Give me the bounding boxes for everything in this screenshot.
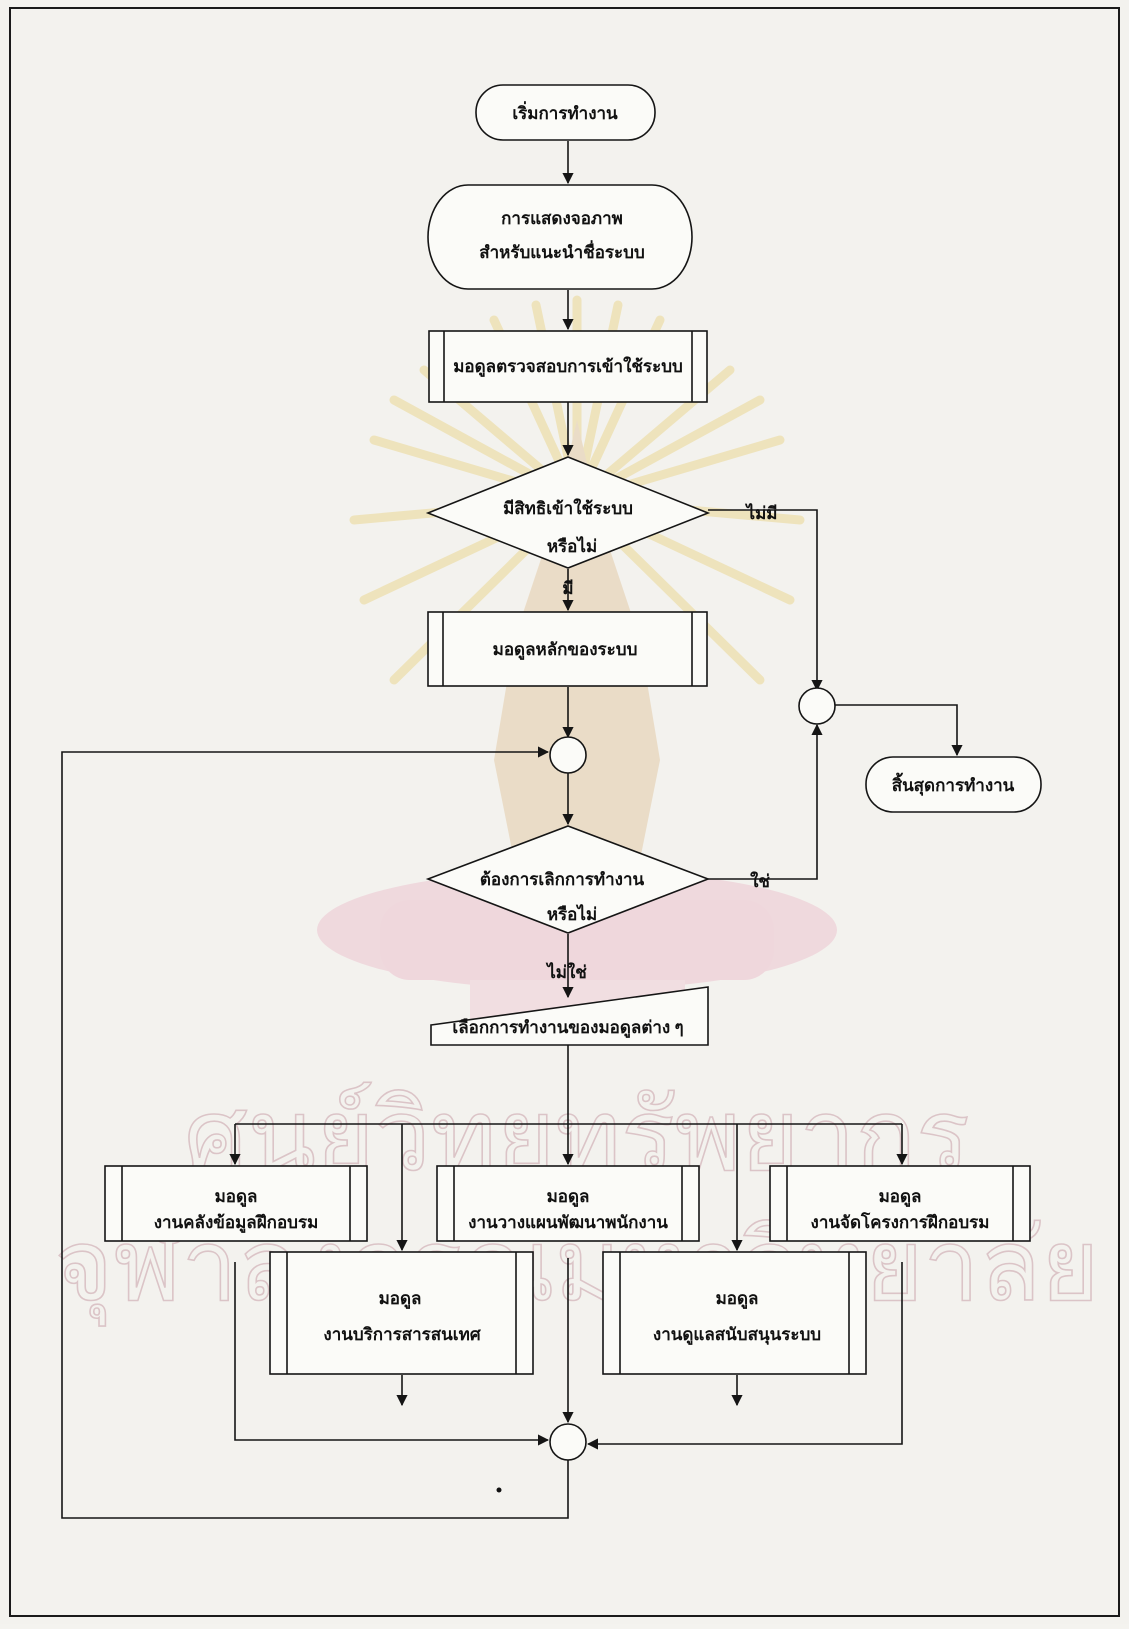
login-module-label: มอดูลตรวจสอบการเข้าใช้ระบบ — [453, 356, 683, 378]
module-training-projects-label-1: มอดูล — [879, 1187, 922, 1208]
login-module-box — [428, 330, 708, 403]
intro-display-label-1: การแสดงจอภาพ — [501, 209, 623, 228]
module-return-connector — [549, 1423, 587, 1461]
access-decision-diamond — [425, 456, 711, 569]
access-decision-label-2: หรือไม่ — [547, 536, 597, 556]
intro-display-label-2: สำหรับแนะนำชื่อระบบ — [479, 240, 645, 262]
exit-decision-label-1: ต้องการเลิกการทำงาน — [480, 870, 645, 889]
page-border — [9, 7, 1120, 1617]
flow-connectors — [61, 141, 963, 1519]
module-staff-planning-box — [436, 1165, 700, 1242]
module-system-support-box — [602, 1251, 867, 1375]
module-system-support-label-2: งานดูแลสนับสนุนระบบ — [653, 1325, 821, 1346]
module-training-projects-box — [769, 1165, 1031, 1242]
end-label: สิ้นสุดการทำงาน — [892, 772, 1015, 796]
module-system-support-label-1: มอดูล — [716, 1289, 759, 1310]
intro-display-shape — [427, 184, 693, 290]
exit-decision-diamond — [425, 825, 711, 934]
exit-decision-label-2: หรือไม่ — [547, 904, 597, 924]
start-terminal — [475, 84, 656, 141]
module-info-services-label-1: มอดูล — [379, 1289, 422, 1310]
module-info-services-box — [269, 1251, 534, 1375]
main-module-box — [427, 611, 708, 687]
select-module-input-shape — [430, 986, 709, 1046]
select-module-label: เลือกการทำงานของมอดูลต่าง ๆ — [452, 1017, 683, 1039]
access-no-label: ไม่มี — [745, 503, 778, 523]
module-training-data-label-2: งานคลังข้อมูลฝึกอบรม — [154, 1213, 319, 1234]
module-staff-planning-label-2: งานวางแผนพัฒนาพนักงาน — [468, 1213, 668, 1232]
module-info-services-label-2: งานบริการสารสนเทศ — [323, 1325, 481, 1344]
exit-no-label: ไม่ใช่ — [545, 962, 587, 982]
module-training-projects-label-2: งานจัดโครงการฝึกอบรม — [811, 1212, 990, 1232]
end-terminal — [865, 756, 1042, 813]
loop-merge-connector — [549, 736, 587, 774]
ink-dot — [496, 1487, 502, 1493]
end-merge-connector — [798, 687, 836, 725]
module-training-data-label-1: มอดูล — [215, 1187, 258, 1208]
main-module-label: มอดูลหลักของระบบ — [493, 640, 638, 661]
module-staff-planning-label-1: มอดูล — [547, 1187, 590, 1208]
module-training-data-box — [104, 1165, 368, 1242]
start-label: เริ่มการทำงาน — [512, 101, 618, 123]
access-yes-label: มี — [562, 578, 573, 598]
exit-yes-label: ใช่ — [750, 871, 770, 891]
access-decision-label-1: มีสิทธิเข้าใช้ระบบ — [503, 498, 633, 518]
